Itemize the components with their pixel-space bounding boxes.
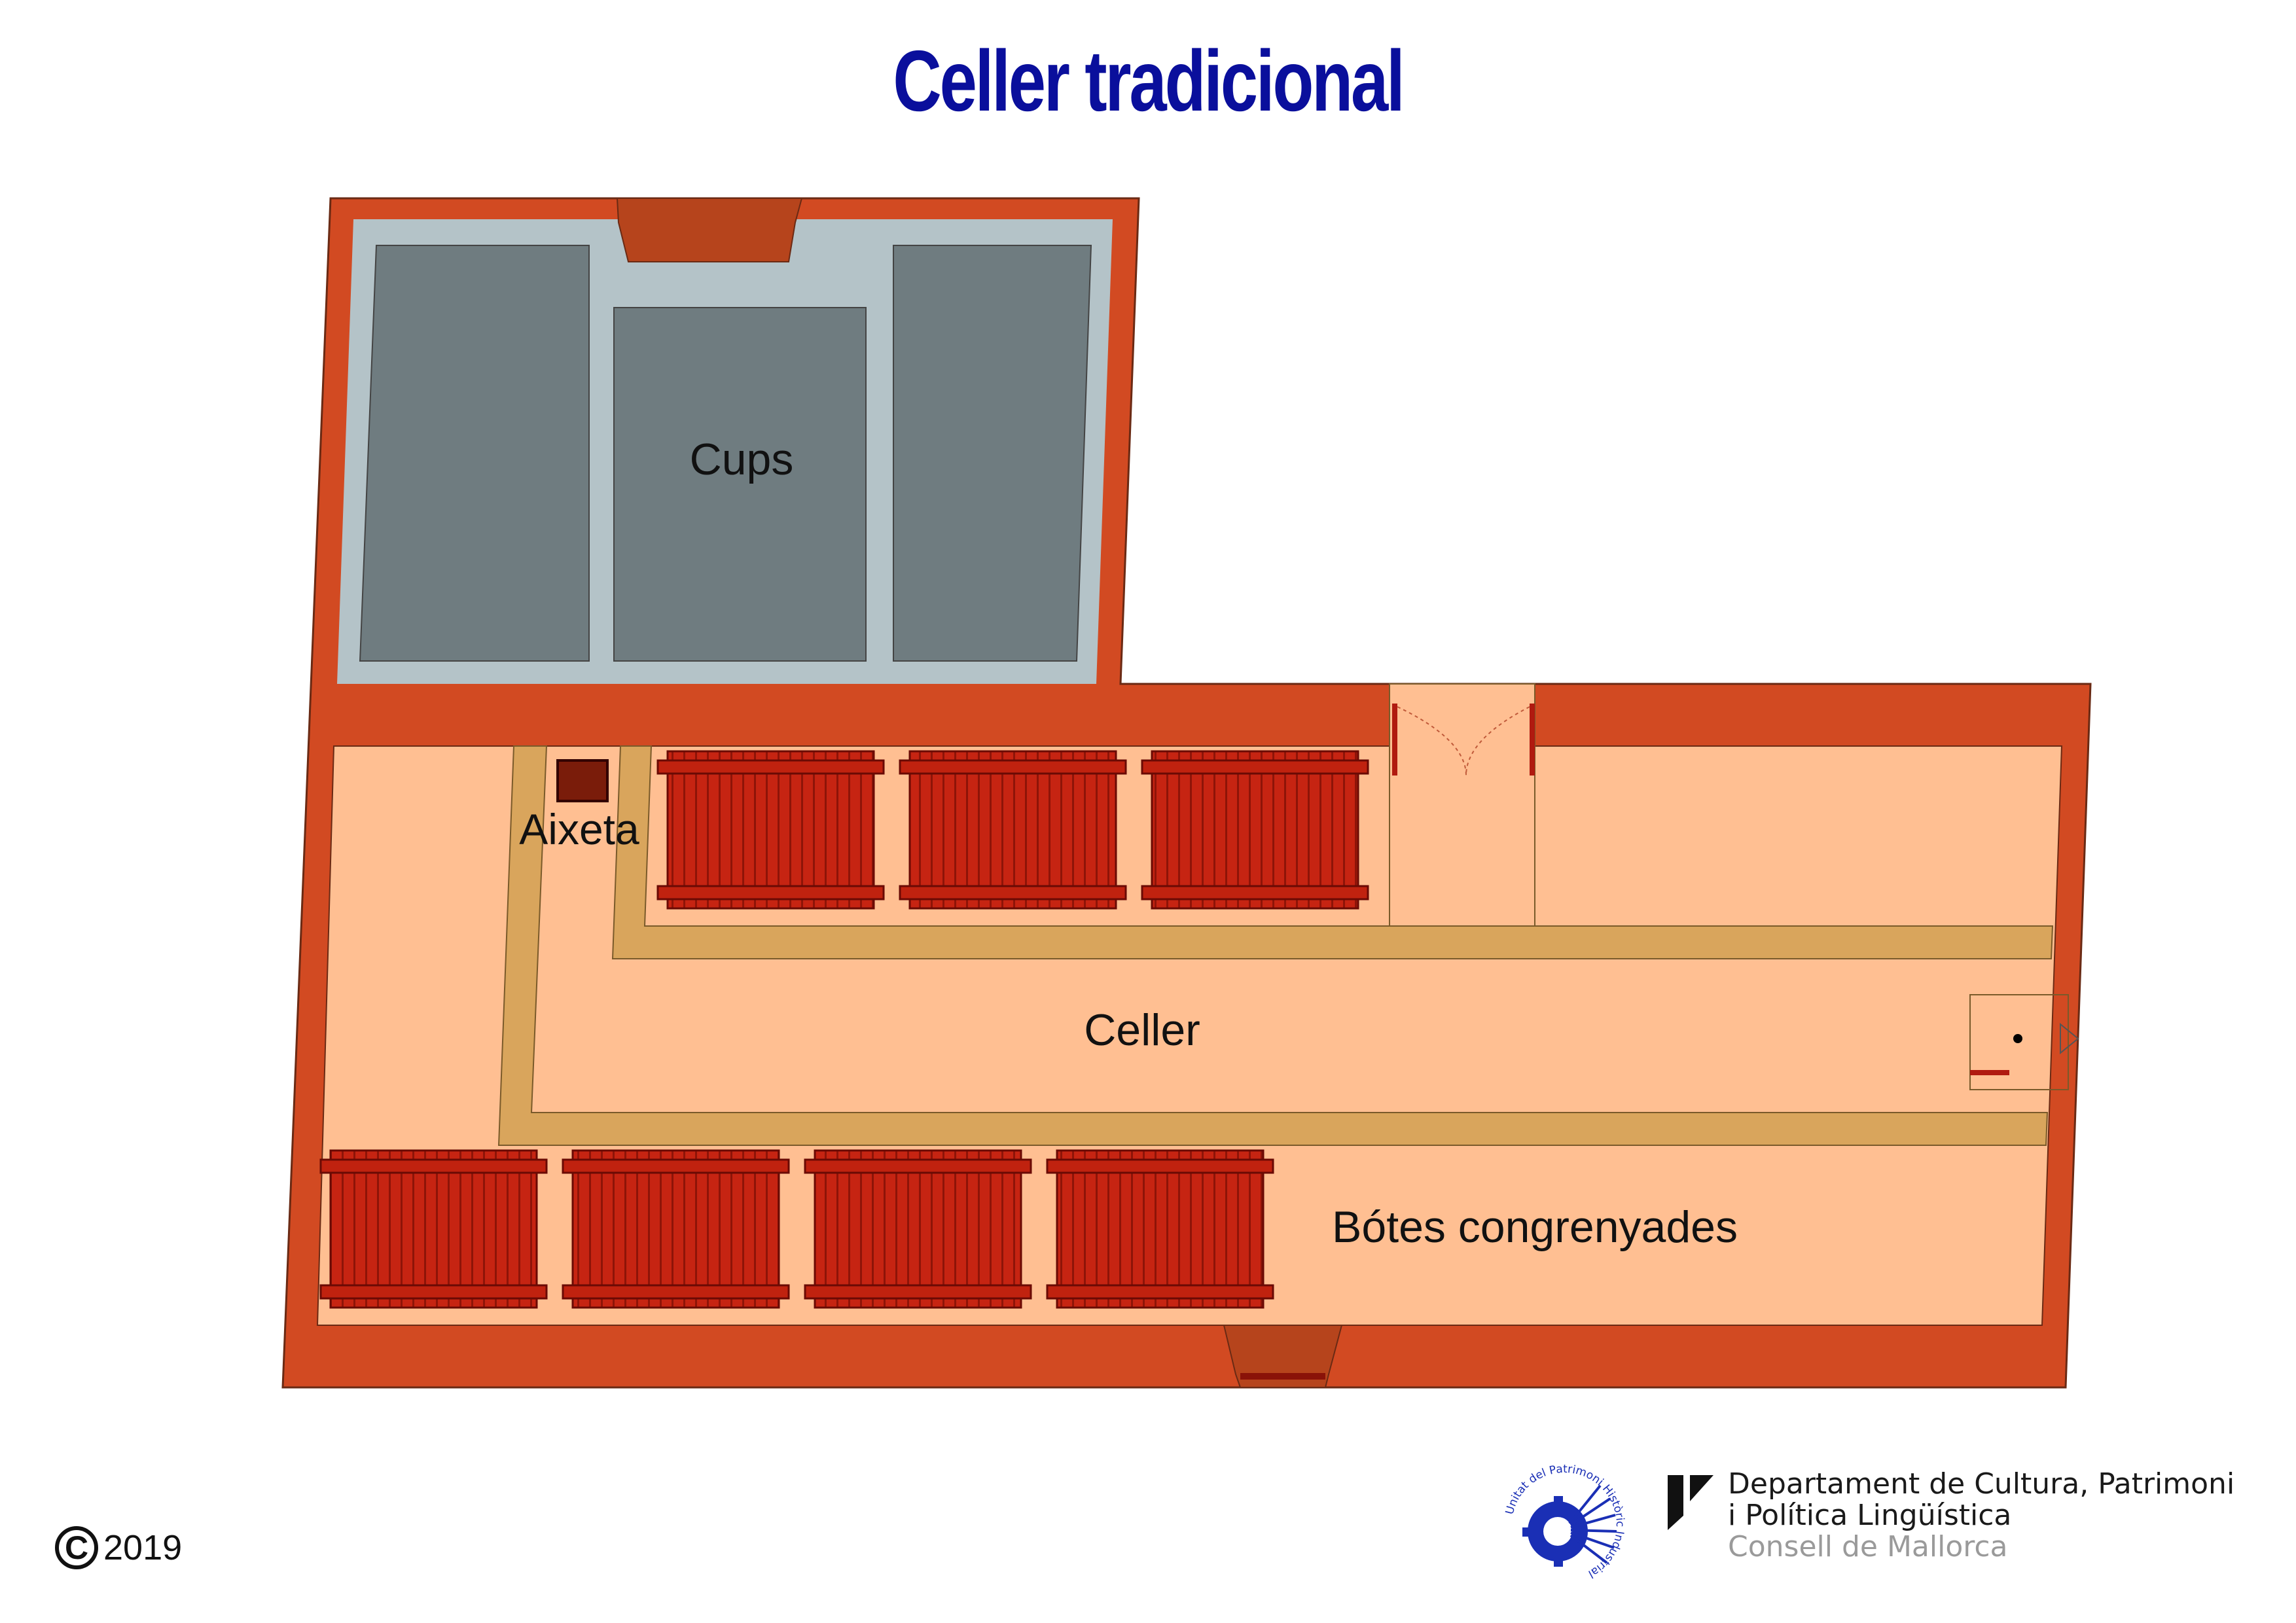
department-line-2: i Política Lingüística (1728, 1499, 2012, 1532)
label-aixeta: Aixeta (519, 805, 639, 853)
page-title: Celler tradicional (893, 33, 1405, 129)
copyright-year: 2019 (103, 1528, 183, 1567)
barrel (656, 750, 885, 910)
label-botes: Bótes congrenyades (1332, 1202, 1738, 1252)
gutter-channel-upper (611, 745, 2054, 959)
side-door-pivot (2013, 1034, 2022, 1043)
cups-vat-right (893, 245, 1092, 662)
barrel (319, 1149, 548, 1309)
copyright-symbol: C (55, 1526, 98, 1569)
department-line-3: Consell de Mallorca (1728, 1530, 2008, 1563)
door-swing (1397, 706, 1530, 776)
side-door-jamb (1970, 1070, 2009, 1075)
barrel (899, 750, 1127, 910)
top-door-threshold (616, 198, 803, 262)
gutter-channel (497, 745, 2049, 1146)
door-alcove (1389, 683, 1535, 927)
cups-vat-left (359, 245, 590, 662)
door-jamb-left (1392, 704, 1397, 776)
label-cups: Cups (690, 435, 794, 484)
aixeta-tap (556, 759, 609, 802)
bottom-door-threshold (1223, 1325, 1343, 1388)
barrel (1141, 750, 1369, 910)
barrel (562, 1149, 790, 1309)
barrel (1046, 1149, 1274, 1309)
barrel (804, 1149, 1032, 1309)
copyright: C 2019 (55, 1526, 182, 1569)
side-door-arrow (2060, 1022, 2079, 1055)
gear-icon (1522, 1496, 1588, 1567)
cups-vat-middle (613, 307, 867, 662)
barrels-group (319, 750, 1369, 1309)
department-line-1: Departament de Cultura, Patrimoni (1728, 1467, 2235, 1501)
door-jamb-right (1530, 704, 1535, 776)
department-credit: Departament de Cultura, Patrimoni i Polí… (1728, 1469, 2234, 1563)
side-door-frame (1969, 994, 2069, 1090)
sunburst-icon (1568, 1484, 1617, 1564)
consell-logo-icon (1668, 1475, 1713, 1530)
label-celler: Celler (1084, 1005, 1200, 1055)
bottom-door-sill (1240, 1373, 1325, 1380)
heritage-seal-logo: Unitat del Patrimoni Històric Industrial (1503, 1463, 1626, 1580)
